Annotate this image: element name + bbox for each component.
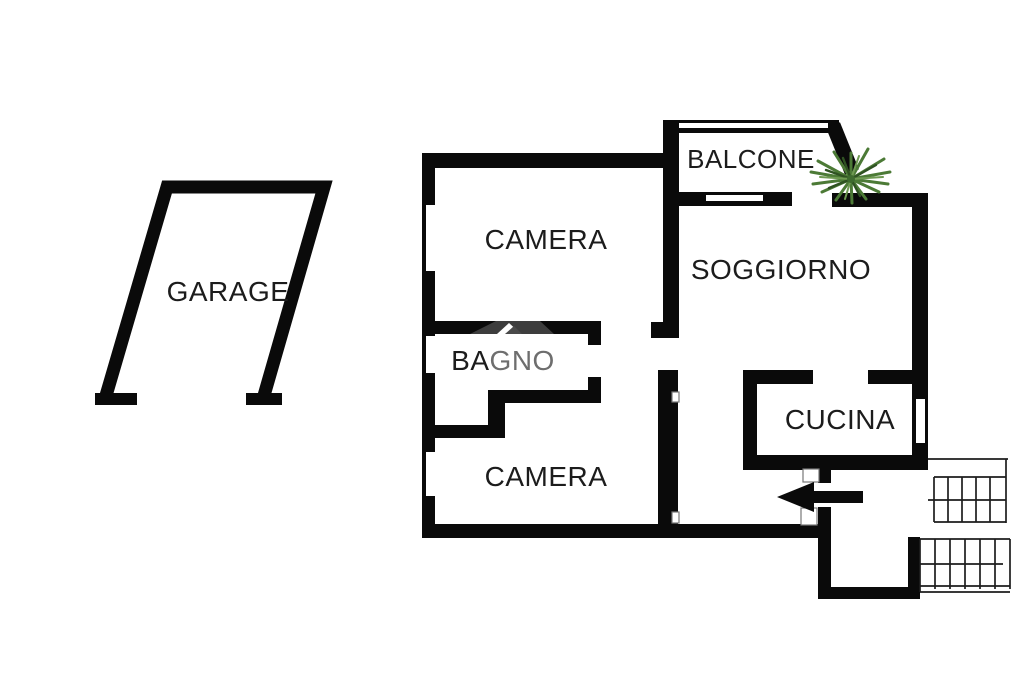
room-label-cucina: CUCINA xyxy=(784,404,896,435)
wall-bottom xyxy=(422,524,831,538)
room-label-garage: GARAGE xyxy=(166,276,290,307)
staircase xyxy=(919,458,1011,593)
balcone-railing-stripe xyxy=(679,123,828,128)
jamb-camera2-upper xyxy=(671,391,680,403)
wall-balcone-slant xyxy=(826,122,859,175)
room-label-bagno-dark: BA xyxy=(451,345,490,376)
wall-center-foot xyxy=(651,322,679,338)
jamb-camera2-lower xyxy=(671,511,680,524)
stairs-flight-2 xyxy=(919,538,1011,593)
wall-cucina-top-left xyxy=(743,370,813,384)
room-label-bagno: BAGNO xyxy=(451,347,555,375)
window-left-3 xyxy=(426,452,435,496)
wall-soggiorno-top-right xyxy=(832,193,928,207)
wall-entry-lower xyxy=(818,507,831,599)
wall-camera1-top xyxy=(422,153,667,168)
windows xyxy=(426,123,925,496)
wall-vestibule-right xyxy=(908,537,920,599)
wall-cucina-top-right xyxy=(868,370,912,384)
window-left-2 xyxy=(426,336,435,373)
watermark-roof-inner xyxy=(505,326,522,334)
garage-outline xyxy=(98,180,333,401)
wall-center-vertical xyxy=(663,120,679,338)
wall-bagno-lower-left xyxy=(422,425,505,438)
room-label-camera-top: CAMERA xyxy=(484,224,608,255)
stairs-flight-1 xyxy=(928,476,1006,523)
room-label-camera-bottom: CAMERA xyxy=(484,461,608,492)
wall-entry-upper xyxy=(818,468,831,483)
room-label-bagno-gray: GNO xyxy=(489,345,555,376)
wall-bagno-bottom xyxy=(488,390,601,403)
watermark-roof-icon xyxy=(470,321,554,334)
window-left-1 xyxy=(426,205,435,271)
window-right-cucina xyxy=(916,399,925,443)
garage-walls xyxy=(95,180,333,405)
window-soggiorno-balcone xyxy=(706,195,763,201)
wall-camera2-right xyxy=(658,370,678,538)
jamb-entry-lower xyxy=(800,507,818,526)
door-jambs xyxy=(671,391,820,526)
wall-vestibule-bottom xyxy=(818,587,920,599)
wall-bagno-right-lower-stub xyxy=(588,377,601,393)
plant-icon xyxy=(809,147,892,205)
room-label-balcone: BALCONE xyxy=(687,144,815,174)
room-label-soggiorno: SOGGIORNO xyxy=(690,254,872,285)
jamb-entry-upper xyxy=(802,468,820,483)
entrance-arrow-icon xyxy=(777,482,863,512)
wall-cucina-bottom xyxy=(743,455,928,470)
wall-cucina-left xyxy=(743,370,757,468)
wall-bagno-right-upper-stub xyxy=(588,321,601,345)
